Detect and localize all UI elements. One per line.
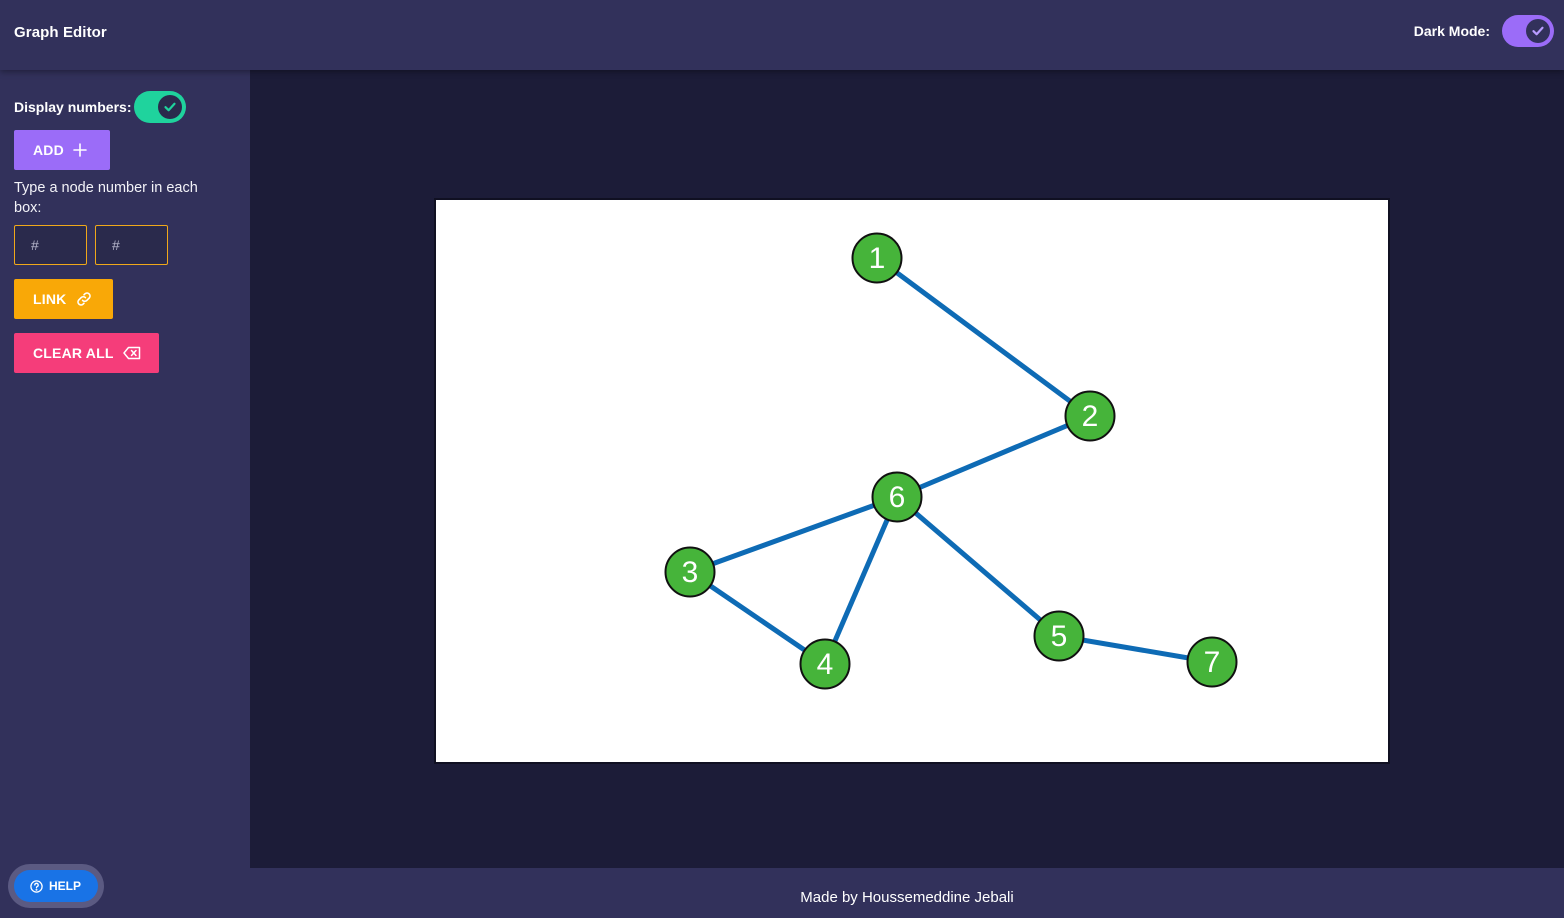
graph-node-label: 3 bbox=[682, 556, 699, 589]
graph-edge-6-5[interactable] bbox=[895, 495, 1061, 638]
help-button[interactable]: HELP bbox=[14, 870, 98, 902]
graph-node-5[interactable]: 5 bbox=[1033, 610, 1085, 662]
help-button-label: HELP bbox=[49, 879, 82, 893]
graph-edge-3-4[interactable] bbox=[688, 569, 827, 667]
graph-edge-5-7[interactable] bbox=[1058, 633, 1213, 665]
graph-node-circle bbox=[871, 471, 923, 523]
display-numbers-toggle[interactable] bbox=[134, 91, 186, 123]
graph-edge-1-2[interactable] bbox=[875, 255, 1092, 419]
graph-node-circle bbox=[799, 638, 851, 690]
graph-node-circle bbox=[851, 232, 903, 284]
add-button-label: ADD bbox=[33, 142, 64, 158]
graph-node-label: 1 bbox=[869, 242, 886, 275]
graph-node-label: 4 bbox=[817, 648, 834, 681]
footer: Made by Houssemeddine Jebali bbox=[250, 868, 1564, 918]
dark-mode-toggle[interactable] bbox=[1502, 15, 1554, 47]
graph-edge-6-3[interactable] bbox=[689, 494, 898, 575]
graph-edge-6-4[interactable] bbox=[822, 496, 900, 665]
graph-node-circle bbox=[1186, 636, 1238, 688]
backspace-icon bbox=[122, 346, 141, 360]
top-bar: Graph Editor Dark Mode: bbox=[0, 0, 1564, 70]
graph-node-4[interactable]: 4 bbox=[799, 638, 851, 690]
help-button-outline: HELP bbox=[8, 864, 104, 908]
graph-node-label: 6 bbox=[889, 481, 906, 514]
graph-canvas[interactable]: 1 2 3 4 5 6 7 bbox=[434, 198, 1390, 764]
graph-edge-2-6[interactable] bbox=[896, 413, 1091, 500]
add-button[interactable]: ADD bbox=[14, 130, 110, 170]
app-title: Graph Editor bbox=[14, 24, 107, 41]
link-icon bbox=[75, 290, 93, 308]
check-icon bbox=[1526, 19, 1550, 43]
graph-node-circle bbox=[1064, 390, 1116, 442]
source-node-input[interactable] bbox=[14, 225, 87, 265]
graph-node-3[interactable]: 3 bbox=[664, 546, 716, 598]
link-button-label: LINK bbox=[33, 291, 67, 307]
instruction-text: Type a node number in each box: bbox=[14, 180, 198, 216]
graph-node-circle bbox=[1033, 610, 1085, 662]
graph-node-6[interactable]: 6 bbox=[871, 471, 923, 523]
graph-node-label: 5 bbox=[1051, 620, 1068, 653]
display-numbers-label: Display numbers: bbox=[14, 99, 132, 115]
graph-node-2[interactable]: 2 bbox=[1064, 390, 1116, 442]
clear-all-button[interactable]: CLEAR ALL bbox=[14, 333, 159, 373]
graph-node-7[interactable]: 7 bbox=[1186, 636, 1238, 688]
graph-node-circle bbox=[664, 546, 716, 598]
dark-mode-label: Dark Mode: bbox=[1413, 23, 1490, 39]
plus-icon bbox=[73, 143, 87, 157]
check-icon bbox=[158, 95, 182, 119]
graph-node-label: 2 bbox=[1082, 400, 1099, 433]
credit-text: Made by Houssemeddine Jebali bbox=[800, 889, 1014, 906]
target-node-input[interactable] bbox=[95, 225, 168, 265]
graph-node-1[interactable]: 1 bbox=[851, 232, 903, 284]
question-icon bbox=[30, 879, 43, 893]
clear-all-button-label: CLEAR ALL bbox=[33, 345, 114, 361]
sidebar: Display numbers: ADD Type a node number … bbox=[0, 70, 250, 918]
graph-node-label: 7 bbox=[1204, 646, 1221, 679]
link-button[interactable]: LINK bbox=[14, 279, 113, 319]
graph-svg[interactable]: 1 2 3 4 5 6 7 bbox=[436, 200, 1388, 762]
